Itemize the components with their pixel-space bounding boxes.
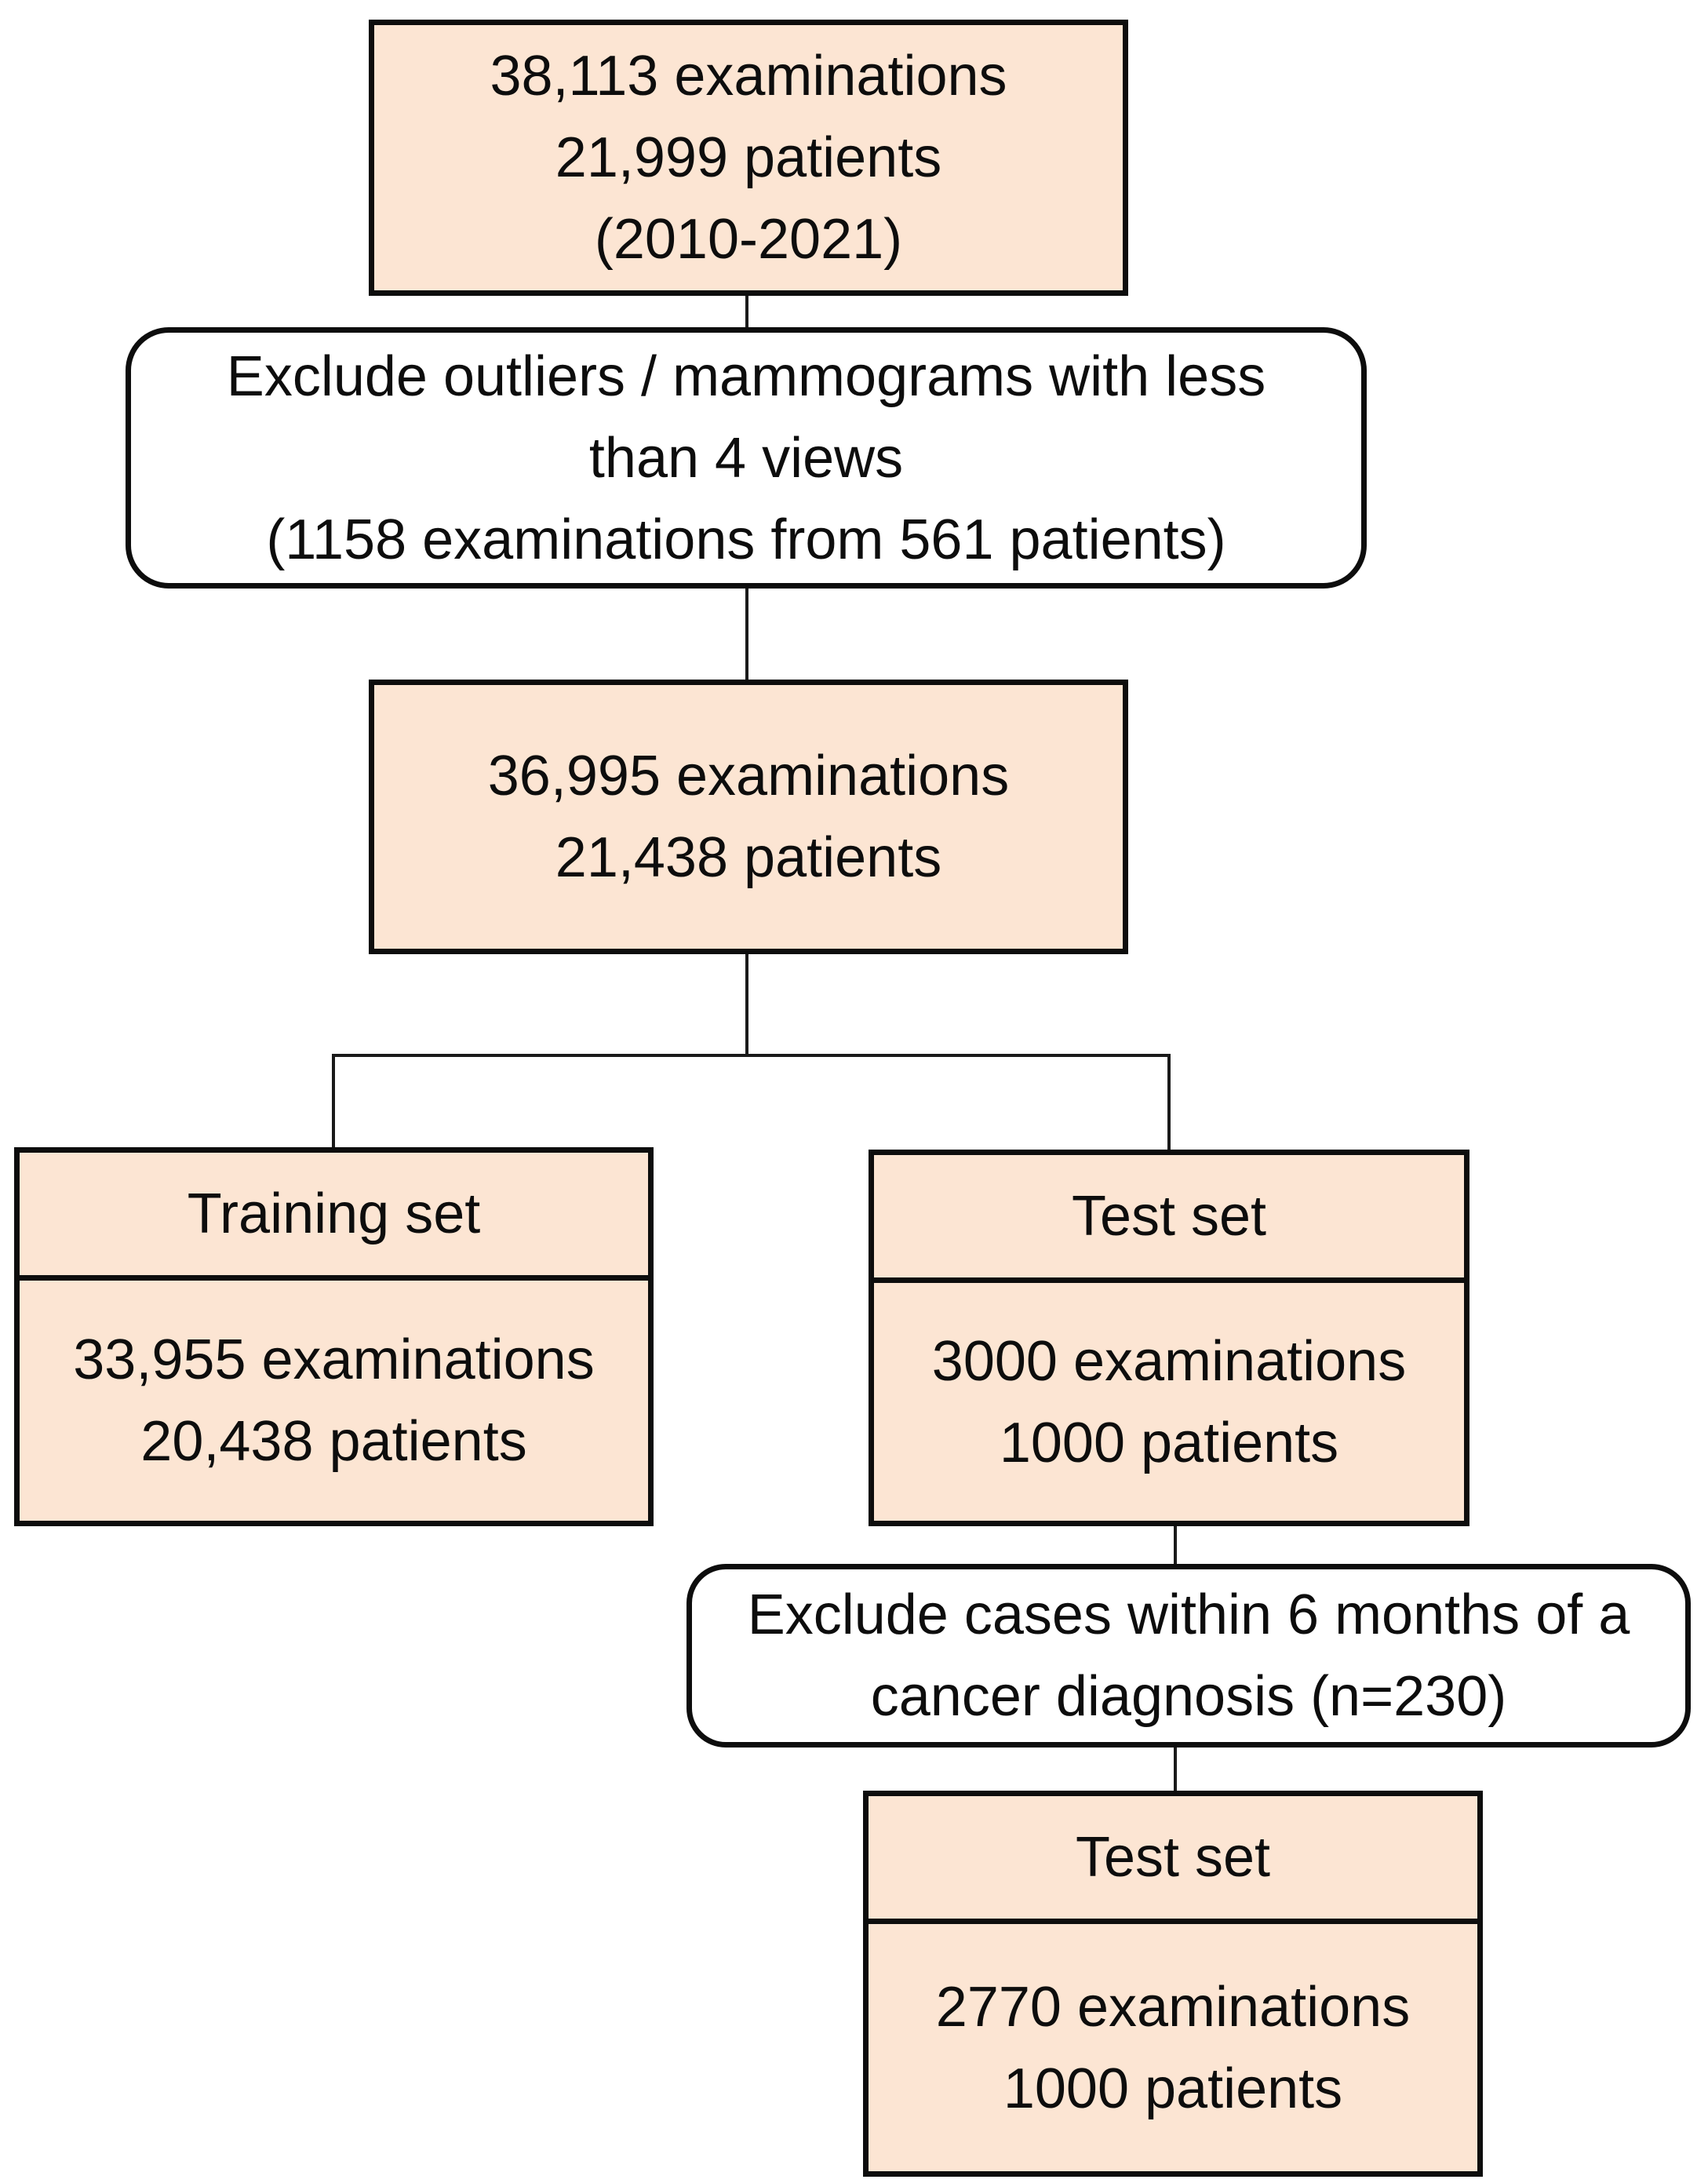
source-examinations-text: 38,113 examinations <box>490 45 1007 108</box>
training-set-title: Training set <box>187 1183 481 1245</box>
exclude2-text-line2: cancer diagnosis (n=230) <box>870 1665 1507 1728</box>
connector-test1-to-exclude2 <box>1174 1525 1177 1565</box>
connector-branch-to-training <box>332 1054 335 1149</box>
filtered-population-box: 36,995 examinations 21,438 patients <box>369 680 1128 954</box>
training-set-body: 33,955 examinations 20,438 patients <box>20 1281 648 1521</box>
test-examinations-text: 3000 examinations <box>931 1329 1407 1393</box>
test-set-header: Test set <box>874 1155 1464 1283</box>
branch-horizontal-line <box>332 1054 1171 1057</box>
exclude1-count-text: (1158 examinations from 561 patients) <box>266 508 1226 571</box>
exclude1-text-line1: Exclude outliers / mammograms with less <box>226 344 1266 408</box>
connector-source-to-exclude1 <box>745 294 748 330</box>
test-set-body: 3000 examinations 1000 patients <box>874 1283 1464 1521</box>
final-test-set-body: 2770 examinations 1000 patients <box>869 1924 1477 2171</box>
connector-filtered-to-branch <box>745 953 748 1055</box>
source-patients-text: 21,999 patients <box>555 126 942 189</box>
training-patients-text: 20,438 patients <box>140 1410 527 1473</box>
training-set-header: Training set <box>20 1153 648 1281</box>
test-set-title: Test set <box>1071 1185 1267 1248</box>
final-test-set-header: Test set <box>869 1796 1477 1924</box>
final-test-patients-text: 1000 patients <box>1003 2057 1343 2120</box>
connector-branch-to-test1 <box>1167 1054 1171 1151</box>
final-test-set-title: Test set <box>1075 1826 1271 1889</box>
test-patients-text: 1000 patients <box>999 1411 1339 1474</box>
training-set-box: Training set 33,955 examinations 20,438 … <box>14 1147 654 1526</box>
final-test-examinations-text: 2770 examinations <box>935 1975 1411 2039</box>
source-population-box: 38,113 examinations 21,999 patients (201… <box>369 20 1128 296</box>
test-set-box: Test set 3000 examinations 1000 patients <box>869 1150 1469 1526</box>
source-years-text: (2010-2021) <box>594 208 903 271</box>
training-examinations-text: 33,955 examinations <box>73 1328 595 1391</box>
exclude2-text-line1: Exclude cases within 6 months of a <box>747 1583 1630 1646</box>
final-test-set-box: Test set 2770 examinations 1000 patients <box>863 1791 1483 2177</box>
exclude-outliers-box: Exclude outliers / mammograms with less … <box>126 327 1367 589</box>
filtered-examinations-text: 36,995 examinations <box>487 745 1010 807</box>
exclude1-text-line2: than 4 views <box>588 426 904 490</box>
connector-exclude1-to-filtered <box>745 587 748 681</box>
filtered-patients-text: 21,438 patients <box>555 826 942 889</box>
exclude-cancer-cases-box: Exclude cases within 6 months of a cance… <box>686 1564 1691 1747</box>
connector-exclude2-to-test2 <box>1174 1746 1177 1792</box>
